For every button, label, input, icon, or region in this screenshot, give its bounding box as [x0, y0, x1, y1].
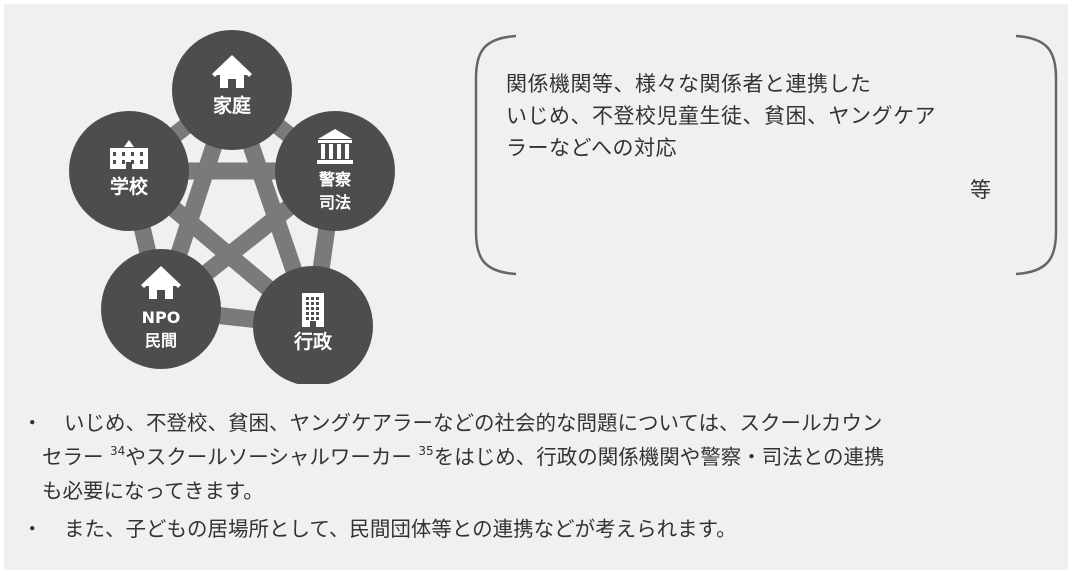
- node-label: NPO: [142, 308, 181, 327]
- office-building-icon: [302, 293, 324, 327]
- node-npo: NPO 民間: [101, 249, 221, 369]
- note-1-line-3: も必要になってきます。: [42, 479, 264, 503]
- node-label: 行政: [293, 330, 333, 353]
- bullet: ・: [22, 517, 43, 541]
- collaboration-box-text: 関係機関等、様々な関係者と連携した いじめ、不登校児童生徒、貧困、ヤングケア ラ…: [506, 68, 1046, 164]
- note-item-1: ・ いじめ、不登校、貧困、ヤングケアラーなどの社会的な問題については、スクールカ…: [22, 406, 1062, 508]
- node-label: 民間: [145, 331, 177, 350]
- node-label: 警察: [318, 170, 352, 189]
- bullet: ・: [22, 411, 43, 435]
- notes-list: ・ いじめ、不登校、貧困、ヤングケアラーなどの社会的な問題については、スクールカ…: [22, 406, 1062, 546]
- bracket-frame: [474, 34, 1058, 276]
- node-circle: [275, 111, 395, 231]
- box-line-3: ラーなどへの対応: [506, 136, 677, 160]
- node-home: 家庭: [172, 30, 292, 150]
- house-icon: [141, 266, 181, 299]
- note-item-2: ・ また、子どもの居場所として、民間団体等との連携などが考えられます。: [22, 512, 1062, 546]
- node-label: 司法: [319, 193, 351, 212]
- collaboration-box: 関係機関等、様々な関係者と連携した いじめ、不登校児童生徒、貧困、ヤングケア ラ…: [474, 34, 1058, 276]
- box-line-1: 関係機関等、様々な関係者と連携した: [506, 72, 872, 96]
- node-circle: [101, 249, 221, 369]
- node-label: 学校: [110, 175, 149, 198]
- note-1-line-1: いじめ、不登校、貧困、ヤングケアラーなどの社会的な問題については、スクールカウン: [64, 411, 883, 435]
- school-icon: [110, 140, 148, 169]
- courthouse-icon: [317, 129, 353, 164]
- box-suffix: 等: [970, 178, 991, 202]
- content-panel: 家庭 警察司法 行政 NPO 民間 学校 関係機関等、様々な関係者と連携した: [4, 4, 1068, 570]
- node-circle: [172, 30, 292, 150]
- node-admin: 行政: [253, 266, 373, 384]
- node-label: 家庭: [213, 94, 251, 117]
- node-circle: [69, 111, 189, 231]
- note-2-line-1: また、子どもの居場所として、民間団体等との連携などが考えられます。: [64, 517, 737, 541]
- footnote-ref-35[interactable]: 35: [418, 444, 434, 458]
- box-line-2: いじめ、不登校児童生徒、貧困、ヤングケア: [506, 104, 936, 128]
- note-1-line-2: セラー 34やスクールソーシャルワーカー 35をはじめ、行政の関係機関や警察・司…: [42, 444, 885, 469]
- node-school: 学校: [69, 111, 189, 231]
- footnote-ref-34[interactable]: 34: [110, 444, 126, 458]
- house-icon: [212, 55, 252, 88]
